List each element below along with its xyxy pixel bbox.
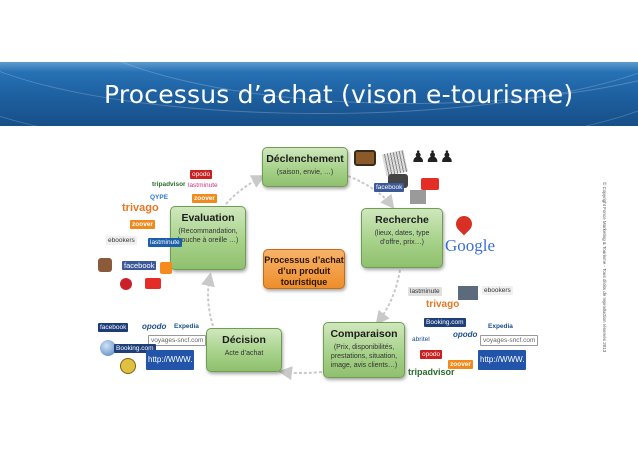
expedia-logo-2: Expedia: [174, 323, 199, 330]
tripadvisor-logo-1: tripadvisor: [408, 367, 455, 377]
globe-icon: [100, 340, 116, 356]
youtube-icon-2: [145, 278, 161, 289]
step-recherche-title: Recherche: [375, 214, 429, 226]
expedia-logo-1: Expedia: [488, 323, 513, 330]
ebookers-logo: ebookers: [482, 286, 513, 295]
center-line-3: touristique: [280, 277, 328, 287]
center-line-2: d’un produit: [277, 266, 331, 276]
tv-icon: [354, 150, 376, 166]
center-line-1: Processus d’achat: [264, 255, 344, 265]
title-banner: [0, 62, 638, 126]
people-photo-icon: [410, 190, 426, 204]
step-decision-title: Décision: [222, 334, 266, 346]
copyright-text: © Copyright Fonce Marketing & Tourisme -…: [602, 182, 607, 353]
step-evaluation-sub: (Recommandation, bouche à oreille …): [177, 228, 239, 244]
newspaper-icon: [381, 149, 409, 177]
instagram-icon: [98, 258, 112, 272]
slide-title: Processus d’achat (vison e-tourisme): [104, 80, 574, 109]
trivago-logo-1: trivago: [426, 299, 460, 310]
step-declenchement-title: Déclenchement: [266, 153, 344, 165]
hotel-icon: [458, 286, 478, 300]
opodo-logo-3: opodo: [142, 322, 167, 331]
step-recherche: Recherche (lieux, dates, type d’offre, p…: [361, 208, 443, 268]
booking-logo-1: Booking.com: [424, 318, 466, 327]
people-icon: ♟♟♟: [411, 149, 455, 166]
voyages-sncf-logo-2: voyages-sncf.com: [148, 335, 207, 346]
youtube-icon: [421, 178, 439, 190]
abritel-logo: abritel: [412, 336, 430, 343]
arrow-deci-eval: [201, 272, 215, 327]
step-recherche-sub: (lieux, dates, type d’offre, prix…): [374, 230, 430, 246]
center-process: Processus d’achat d’un produit touristiq…: [263, 249, 345, 289]
opodo-logo-1: opodo: [453, 330, 478, 339]
step-evaluation-title: Evaluation: [181, 212, 235, 224]
tripadvisor-logo-2: tripadvisor: [152, 181, 186, 188]
facebook-logo-2: facebook: [98, 323, 129, 332]
google-logo: Google: [445, 236, 496, 255]
qype-logo: QYPE: [150, 194, 169, 201]
facebook-logo-3: facebook: [122, 261, 157, 270]
lastminute-logo-3: lastminute: [148, 238, 182, 247]
step-comparaison-sub: (Prix, disponibilités, prestations, situ…: [330, 344, 398, 369]
booking-logo-2: Booking.com: [114, 344, 156, 353]
step-declenchement-sub: (saison, envie, …): [276, 169, 334, 176]
facebook-logo: facebook: [374, 183, 405, 192]
arrow-rech-comp: [375, 269, 401, 326]
rss-icon: [160, 262, 172, 274]
arrow-comp-deci: [278, 366, 323, 381]
www-logo-1: http://WWW.: [478, 350, 527, 370]
voyages-sncf-logo-1: voyages-sncf.com: [480, 335, 539, 346]
step-declenchement: Déclenchement (saison, envie, …): [262, 147, 348, 187]
zoover-logo-2: zoover: [192, 194, 217, 203]
opodo-logo-4: opodo: [190, 170, 213, 179]
trivago-logo-2: trivago: [122, 202, 159, 214]
step-decision-sub: Acte d’achat: [224, 350, 264, 357]
lastminute-logo-2: lastminute: [188, 182, 218, 189]
lastminute-logo-1: lastminute: [408, 287, 442, 296]
arrow-decl-rech: [347, 175, 395, 210]
opodo-logo-2: opodo: [420, 350, 443, 359]
zoover-logo-3: zoover: [130, 220, 155, 229]
www-logo-2: http://WWW.: [146, 350, 195, 370]
ebookers-logo-2: ebookers: [106, 236, 137, 245]
step-comparaison: Comparaison (Prix, disponibilités, prest…: [323, 322, 405, 378]
step-decision: Décision Acte d’achat: [206, 328, 282, 372]
copyright-note: © Copyright Fonce Marketing & Tourisme -…: [597, 182, 609, 387]
pinterest-icon: [120, 278, 132, 290]
badge-icon: [120, 358, 136, 374]
arrow-eval-decl: [225, 175, 266, 205]
step-evaluation: Evaluation (Recommandation, bouche à ore…: [170, 206, 246, 270]
zoover-logo-1: zoover: [448, 360, 473, 369]
step-comparaison-title: Comparaison: [330, 328, 398, 340]
